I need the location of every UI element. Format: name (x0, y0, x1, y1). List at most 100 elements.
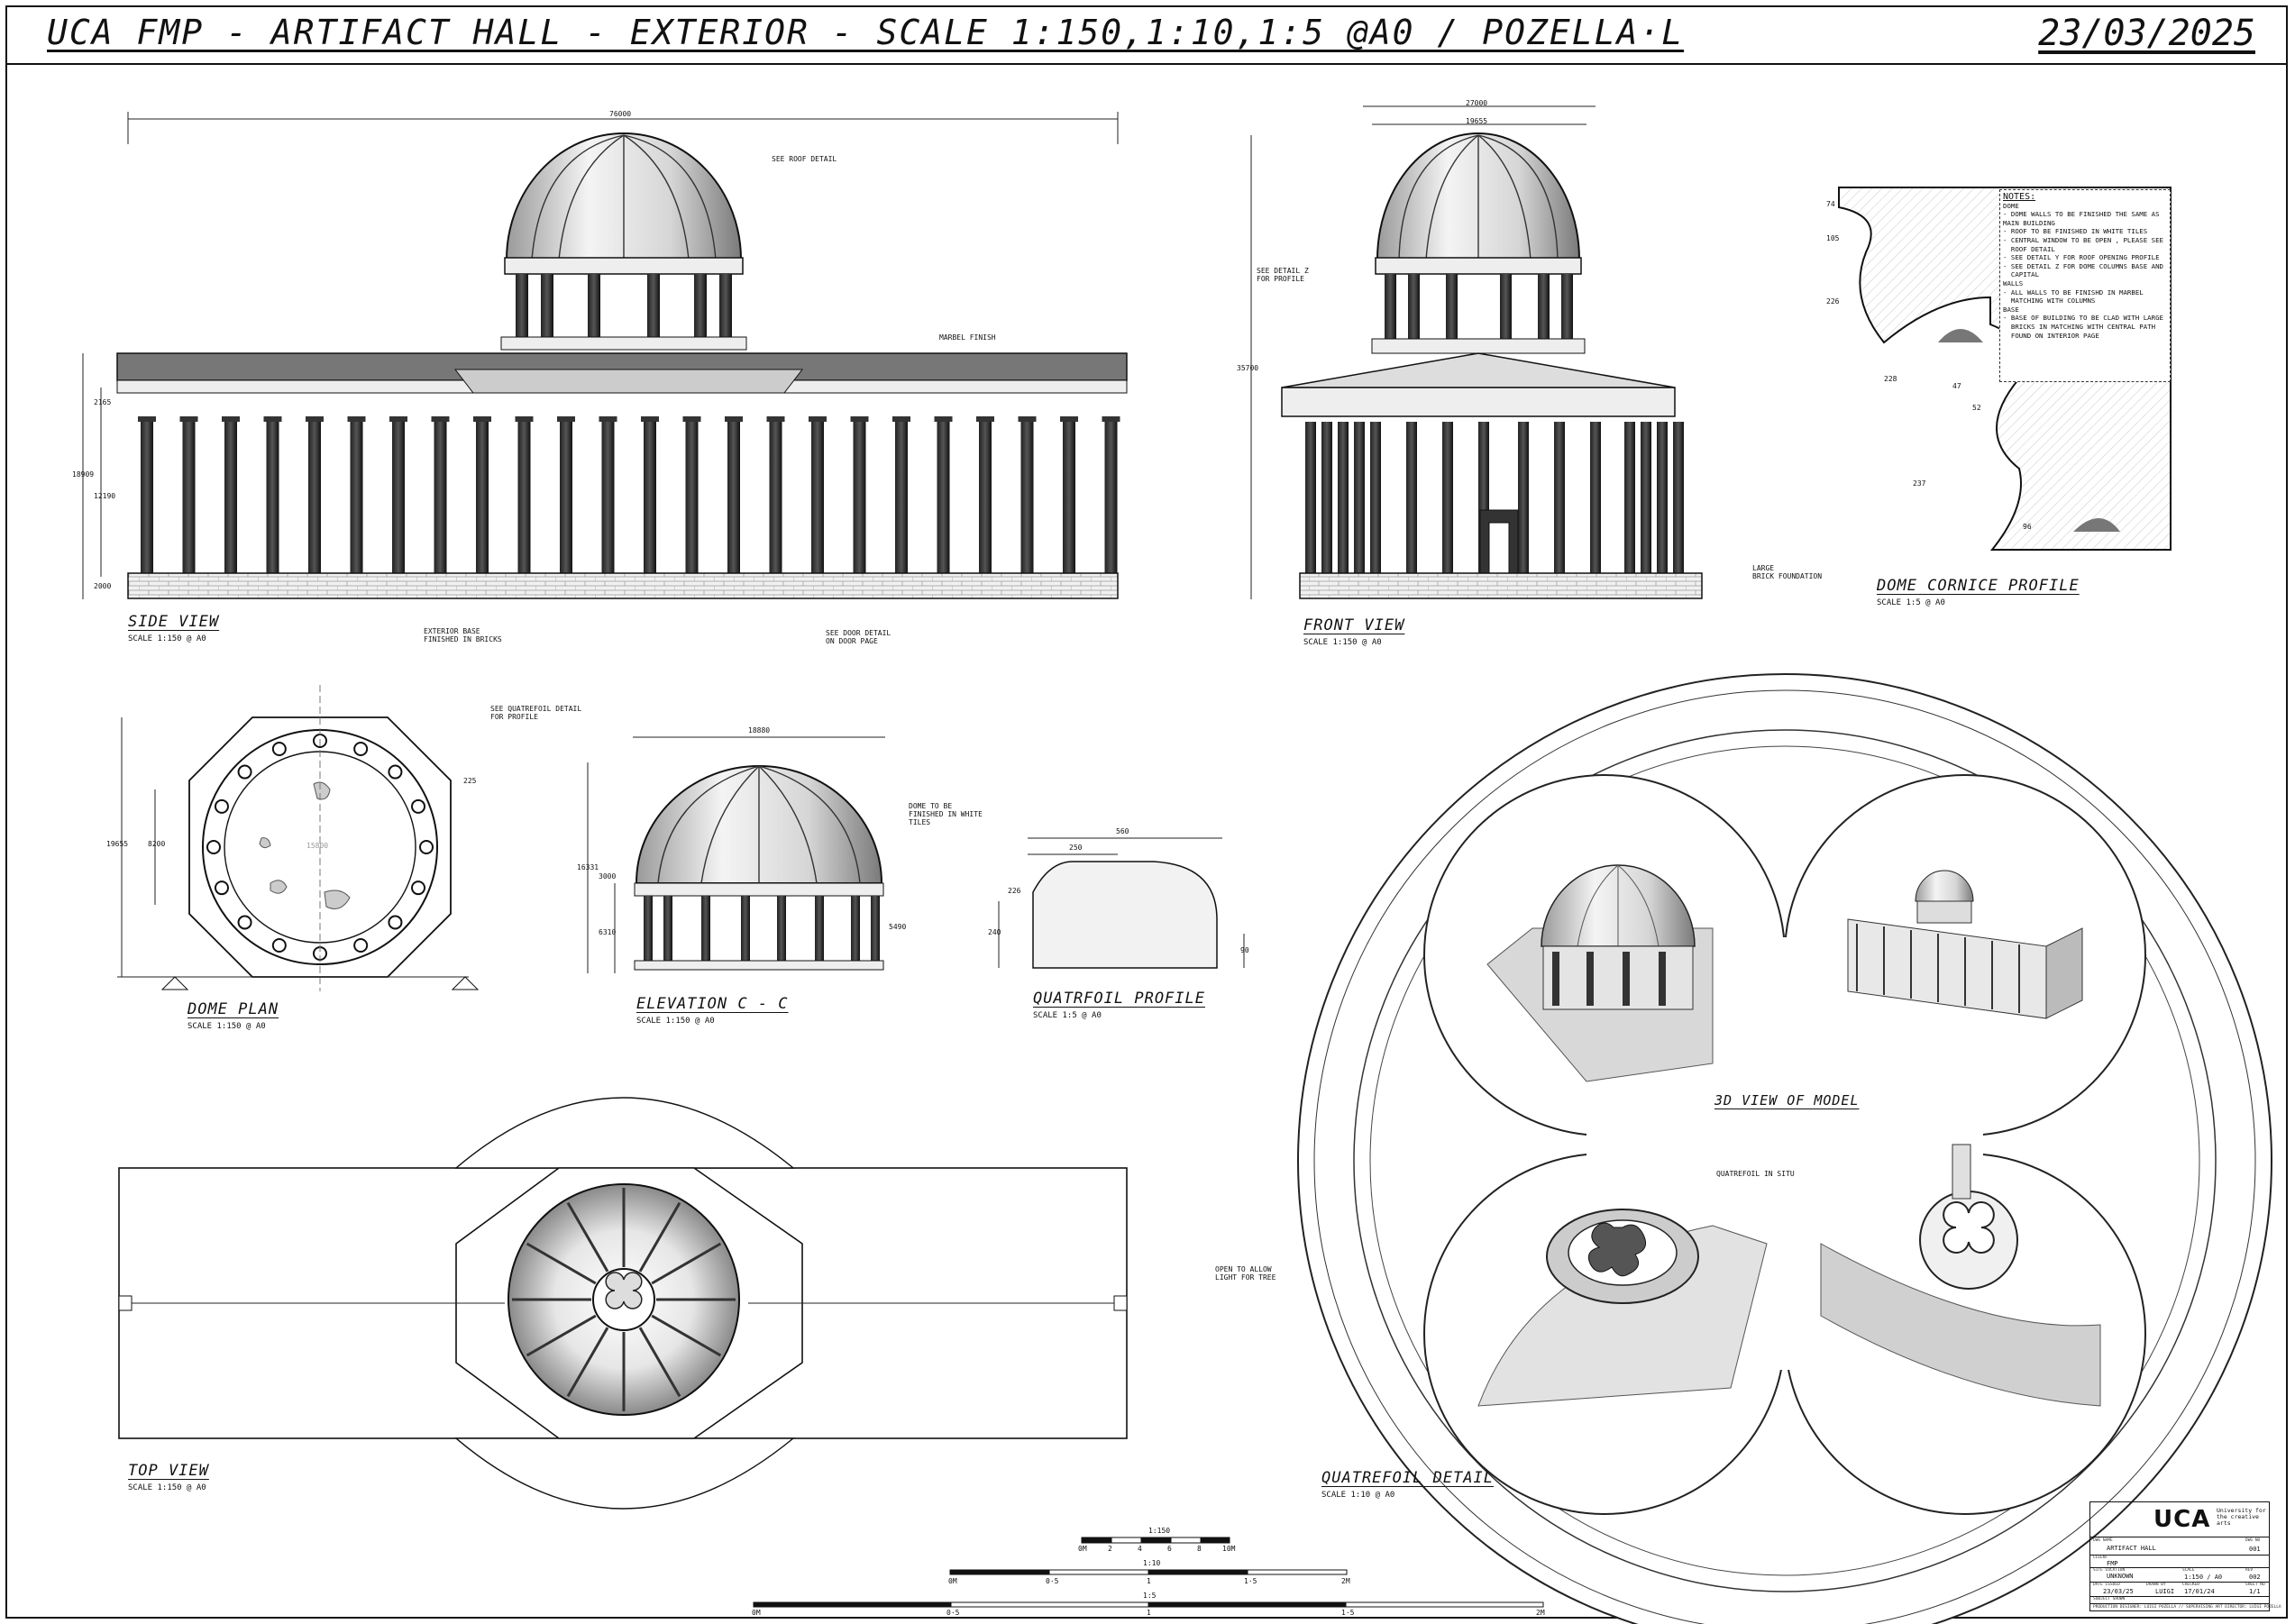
column (266, 422, 279, 573)
tb-date-cap: DATE ISSUED (2093, 1583, 2120, 1587)
column (979, 422, 992, 573)
dim-c7: 237 (1913, 479, 1926, 488)
scalebar-tick: 2M (1341, 1577, 1350, 1585)
dim-side-h3: 2000 (94, 582, 112, 590)
notes-item: MAIN BUILDING - ROOF TO BE FINISHED IN W… (2003, 218, 2163, 279)
column-capital (682, 416, 701, 422)
column-capital (976, 416, 994, 422)
scalebar-tick: 0·5 (946, 1609, 960, 1617)
column (727, 422, 740, 573)
notes-item: DOME - DOME WALLS TO BE FINISHED THE SAM… (2003, 201, 2160, 219)
side-view-label: SIDE VIEW (128, 613, 220, 631)
column (644, 422, 656, 573)
dim-c2: 105 (1826, 234, 1840, 242)
sheet-date: 23/03/2025 (2038, 13, 2255, 54)
dome-rib (566, 1327, 609, 1398)
notes-item: WALLS - ALL WALLS TO BE FINISHD IN MARBE… (2003, 278, 2144, 306)
tb-project-cap: DWG NAME (2093, 1538, 2113, 1543)
sheet-header: UCA FMP - ARTIFACT HALL - EXTERIOR - SCA… (7, 7, 2286, 65)
column (701, 896, 710, 961)
column (663, 896, 672, 961)
column-capital (389, 416, 407, 422)
plan-column (388, 915, 403, 930)
dim-plan-w: 19655 (106, 840, 129, 848)
note-dome-white-tiles: DOME TO BE FINISHED IN WHITE TILES (909, 802, 983, 826)
column (434, 422, 447, 573)
column-capital (850, 416, 869, 422)
column (851, 896, 860, 961)
scalebar-10-title: 1:10 (1143, 1559, 1161, 1567)
column (476, 422, 489, 573)
dim-qp-h1: 240 (988, 928, 1001, 936)
column-capital (515, 416, 534, 422)
column (1657, 422, 1668, 573)
column (1518, 422, 1529, 573)
column (1406, 422, 1417, 573)
dome-rib (566, 1201, 609, 1273)
column-capital (766, 416, 785, 422)
tb-rev: 002 (2249, 1574, 2261, 1581)
column (871, 896, 880, 961)
scalebar-tick: 1·5 (1244, 1577, 1257, 1585)
scalebar-150-title: 1:150 (1148, 1527, 1171, 1535)
column (815, 896, 824, 961)
dim-elev-h2: 3000 (599, 872, 617, 880)
dim-elev-h1: 16331 (577, 863, 599, 871)
note-see-door-detail: SEE DOOR DETAIL ON DOOR PAGE (826, 629, 891, 645)
dim-side-h2: 12190 (94, 492, 116, 500)
note-see-detail-z: SEE DETAIL Z FOR PROFILE (1257, 267, 1309, 283)
front-view-scale: SCALE 1:150 @ A0 (1303, 638, 1382, 647)
scalebar-tick: 0M (752, 1609, 761, 1617)
tb-date: 23/03/25 (2103, 1588, 2134, 1595)
column (517, 422, 531, 573)
scalebar-tick: 0M (948, 1577, 957, 1585)
scalebar-tick: 6 (1167, 1545, 1172, 1553)
tb-project: ARTIFACT HALL (2107, 1545, 2156, 1552)
front-view-label: FRONT VIEW (1303, 616, 1405, 634)
tb-footer: PRODUCTION DESIGNER: LUIGI POZELLA // SU… (2093, 1605, 2281, 1610)
plan-column (206, 840, 221, 854)
note-exterior-base: EXTERIOR BASE FINISHED IN BRICKS (424, 627, 502, 643)
dome-plan-label: DOME PLAN (187, 1000, 279, 1018)
plan-column (214, 798, 229, 814)
note-open-to-allow: OPEN TO ALLOW LIGHT FOR TREE (1215, 1265, 1276, 1282)
column (1554, 422, 1565, 573)
dim-c8: 96 (2023, 523, 2032, 531)
column (1590, 422, 1601, 573)
column (853, 422, 866, 573)
top-view-scale: SCALE 1:150 @ A0 (128, 1483, 206, 1492)
dim-elev-w: 18880 (748, 726, 771, 734)
scalebar-tick: 1 (1147, 1577, 1151, 1585)
render-quatrefoil-in-situ (1477, 1209, 1768, 1407)
dome-rib (638, 1327, 681, 1398)
dim-elev-h4: 5490 (889, 923, 907, 931)
notes-item: BASE - BASE OF BUILDING TO BE CLAD WITH … (2003, 305, 2163, 340)
dim-elev-h3: 6310 (599, 928, 617, 936)
dim-front-w2: 19655 (1466, 117, 1488, 125)
column (141, 422, 153, 573)
dim-qp-w2: 250 (1069, 844, 1083, 852)
note-see-roof-detail: SEE ROOF DETAIL (772, 155, 837, 163)
note-quatrefoil-in-situ: QUATREFOIL IN SITU (1716, 1170, 1795, 1178)
dim-c4: 228 (1884, 375, 1897, 383)
column-capital (892, 416, 910, 422)
scalebar-tick: 10M (1222, 1545, 1236, 1553)
column (937, 422, 950, 573)
column-capital (473, 416, 491, 422)
dim-side-width: 76000 (609, 110, 632, 118)
quatrefoil-profile-scale: SCALE 1:5 @ A0 (1033, 1011, 1102, 1020)
dim-plan-h: 8200 (148, 840, 166, 848)
column (1641, 422, 1651, 573)
column (182, 422, 196, 573)
column (1104, 422, 1118, 573)
dome-plan-scale: SCALE 1:150 @ A0 (187, 1022, 266, 1031)
sheet-title: UCA FMP - ARTIFACT HALL - EXTERIOR - SCA… (47, 13, 1685, 52)
plan-column (388, 764, 403, 780)
tb-drawn: LUIGI (2155, 1588, 2175, 1595)
column-capital (1060, 416, 1078, 422)
dim-side-h1: 2165 (94, 398, 112, 406)
column (224, 422, 237, 573)
notes-box: NOTES: DOME - DOME WALLS TO BE FINISHED … (1999, 189, 2171, 382)
column (1020, 422, 1034, 573)
